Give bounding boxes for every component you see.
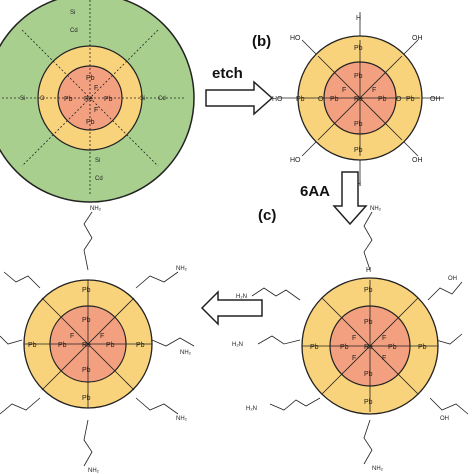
o-label: O [318,96,324,103]
f-label: F [100,333,104,340]
pb-label: Pb [354,121,363,128]
ho-label: HO [290,157,301,164]
f-label: F [342,87,346,94]
nh2-label: NH₂ [372,466,384,472]
oh-label: OH [440,416,449,422]
6aa-ligands [251,211,469,465]
pb-label: Pb [310,344,319,351]
si-label: Si [20,96,25,102]
label-b: (b) [252,33,271,50]
label-c: (c) [258,207,276,224]
pb-label: Pb [330,96,339,103]
cd-label: Cd [158,96,166,102]
left-arrow [200,290,263,326]
re-label: Re [84,96,93,103]
nh2-label: NH₂ [90,206,102,212]
pb-label: Pb [364,371,373,378]
particle-b: Re Pb Pb Pb Pb Pb Pb Pb Pb F F O O HO OH… [272,12,444,188]
h2n-label: H₂N [246,406,257,412]
cd-label: Cd [95,176,103,182]
pb-label: Pb [378,96,387,103]
cd-label: Cd [70,28,78,34]
nh2-label: NH₂ [370,206,382,212]
si-label: Si [95,158,100,164]
6aa-arrow: 6AA [300,171,368,226]
pb-label: Pb [64,96,73,103]
h2n-label: H₂N [232,342,243,348]
particle-a: Si Cd Si O Si Cd Cd Si Re Pb Pb Pb Pb F … [0,0,195,203]
pb-label: Pb [136,342,145,349]
6aa-label: 6AA [300,183,330,200]
pb-label: Pb [340,344,349,351]
f-label: F [382,355,386,362]
pb-label: Pb [82,317,91,324]
oh-label: OH [448,276,457,282]
h-label: H [366,267,371,274]
nh2-label: NH₂ [176,416,188,422]
ho-label: HO [272,96,283,103]
f-label: F [94,85,98,92]
oh-label: OH [430,96,441,103]
pb-label: Pb [418,344,427,351]
pb-label: Pb [354,73,363,80]
nh2-label: NH₂ [176,266,188,272]
pb-label: Pb [86,119,95,126]
o-label: O [396,96,402,103]
oh-label: OH [412,157,423,164]
o-label: O [40,96,45,102]
6aa-ligands [0,211,195,467]
pb-label: Pb [82,395,91,402]
ho-label: HO [290,35,301,42]
etch-label: etch [212,65,243,82]
f-label: F [70,333,74,340]
oh-label: OH [412,35,423,42]
pb-label: Pb [364,287,373,294]
pb-label: Pb [86,75,95,82]
f-label: F [352,335,356,342]
pb-label: Pb [354,147,363,154]
pb-label: Pb [82,367,91,374]
si-label: Si [70,10,75,16]
etch-arrow: etch [205,65,274,116]
re-label: Re [354,96,363,103]
pb-label: Pb [364,319,373,326]
pb-label: Pb [388,344,397,351]
pb-label: Pb [82,287,91,294]
nh2-label: NH₂ [180,350,192,356]
re-label: Re [364,344,373,351]
h-label: H [356,15,361,22]
pb-label: Pb [28,342,37,349]
pb-label: Pb [106,342,115,349]
pb-label: Pb [104,96,113,103]
si-label: Si [140,96,145,102]
pb-label: Pb [296,96,305,103]
h2n-label: H₂N [236,294,247,300]
f-label: F [372,87,376,94]
particle-d: Re Pb Pb Pb Pb Pb Pb Pb Pb F F NH₂ NH₂ N… [0,206,195,474]
particle-c: Re Pb Pb Pb Pb Pb Pb Pb Pb F F F F H NH₂… [232,206,469,472]
f-label: F [94,107,98,114]
pb-label: Pb [406,96,415,103]
ligand-lines [0,0,186,196]
re-label: Re [82,342,91,349]
pb-label: Pb [364,399,373,406]
f-label: F [382,335,386,342]
nh2-label: NH₂ [88,468,100,474]
f-label: F [352,355,356,362]
pb-label: Pb [58,342,67,349]
pb-label: Pb [354,45,363,52]
